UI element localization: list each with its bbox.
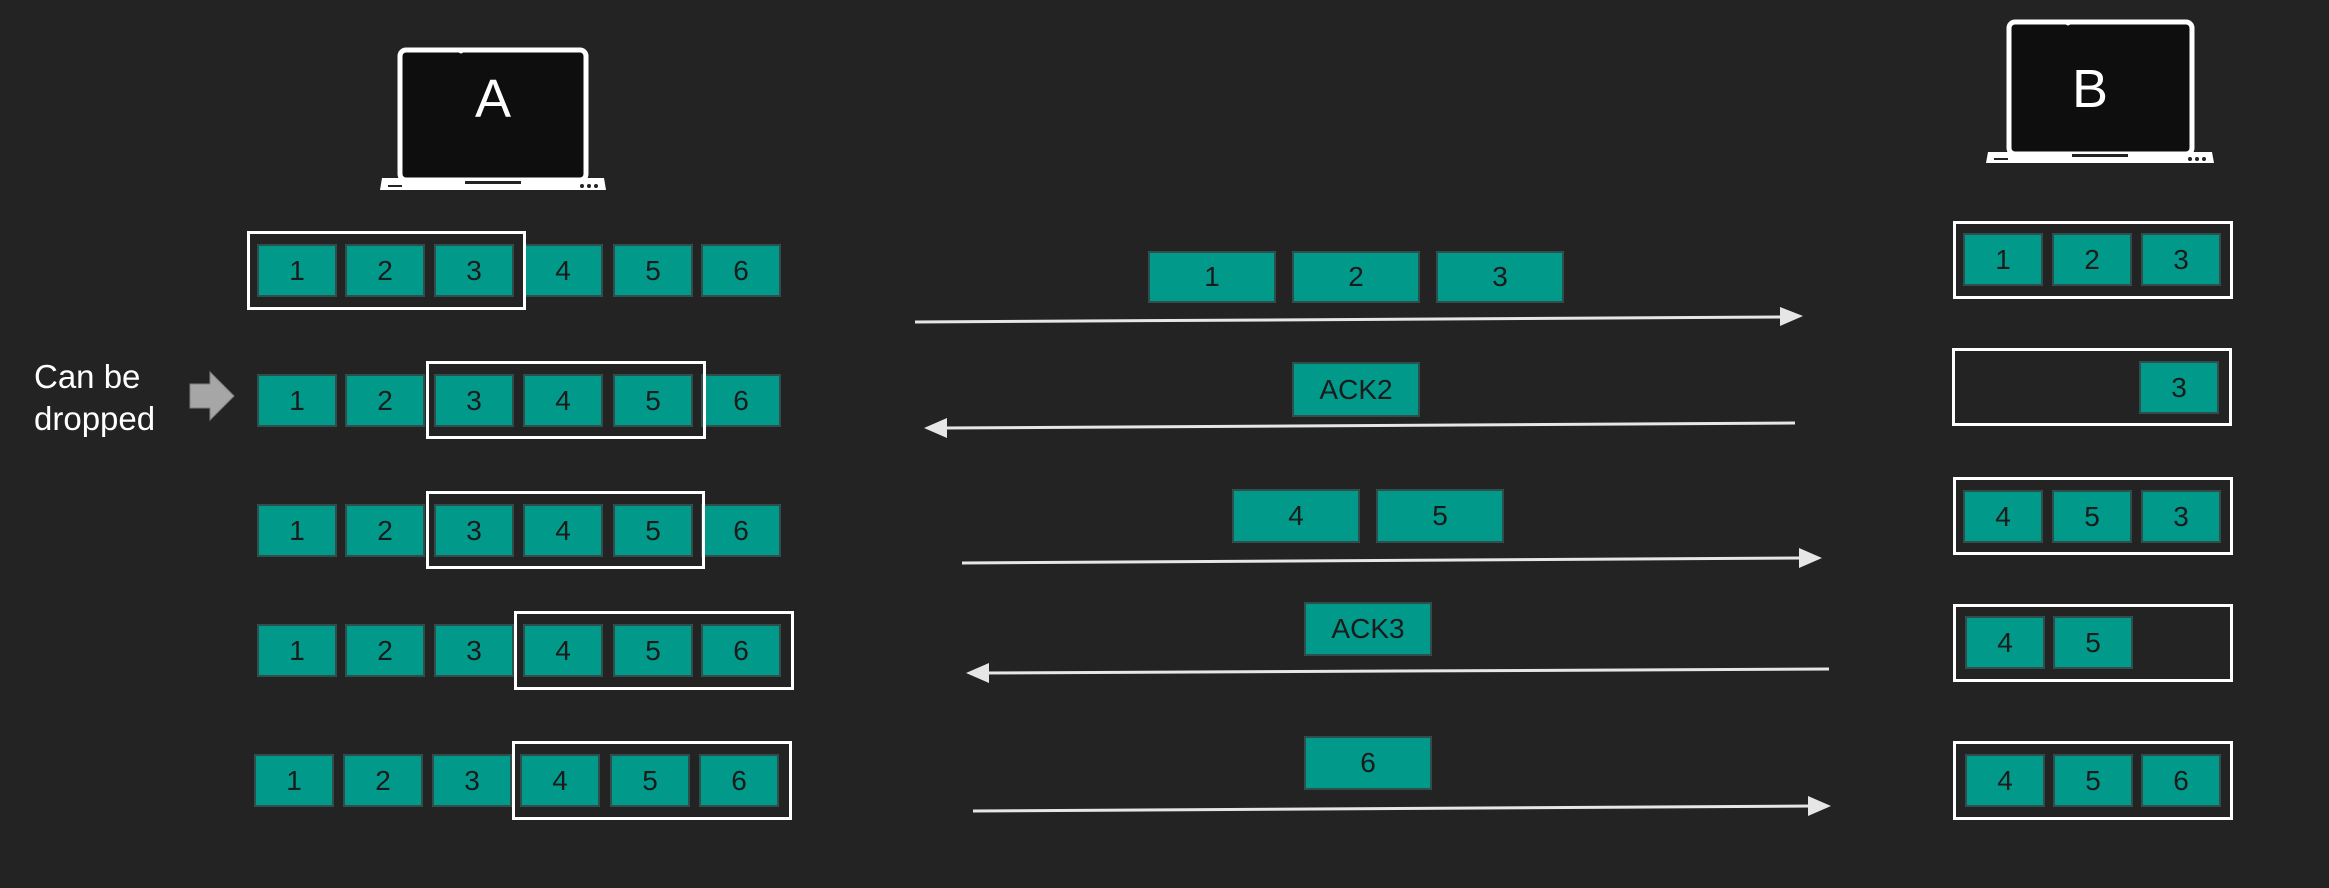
receiver-packet: 4 [1965,616,2045,669]
receiver-packet: 6 [2141,754,2221,807]
sender-window [426,491,705,569]
sender-packet: 6 [701,504,781,557]
sender-packet: 2 [343,754,423,807]
sender-packet: 3 [434,624,514,677]
sender-window [514,611,794,690]
sender-packet: 6 [699,754,779,807]
drop-note-line-2: dropped [34,400,156,437]
host-b-label: B [2071,59,2109,119]
receiver-packet: 4 [1963,490,2043,543]
sender-packet: 1 [254,754,334,807]
receiver-buffer [1952,348,2232,426]
sender-packet: 3 [432,754,512,807]
sender-packet: 3 [434,504,514,557]
receiver-packet: 5 [2052,490,2132,543]
drop-note: Can be dropped [34,356,155,440]
receiver-packet: 1 [1963,233,2043,286]
sender-packet: 1 [257,504,337,557]
message-packet: 3 [1436,251,1564,303]
sender-packet: 5 [613,244,693,297]
arrow-row-2 [924,418,1796,438]
sender-packet: 6 [701,244,781,297]
receiver-packet: 5 [2053,616,2133,669]
receiver-packet: 3 [2139,361,2219,414]
sender-packet: 2 [345,374,425,427]
sender-packet: 6 [701,374,781,427]
sender-packet: 4 [523,244,603,297]
message-packet: 1 [1148,251,1276,303]
arrow-row-3 [961,548,1822,568]
message-packet: 5 [1376,489,1504,543]
receiver-packet: 3 [2141,233,2221,286]
message-packet: 4 [1232,489,1360,543]
receiver-packet: 3 [2141,490,2221,543]
sender-packet: 2 [345,244,425,297]
sender-window [247,231,526,310]
sender-packet: 4 [523,374,603,427]
ack-packet: ACK3 [1304,602,1432,656]
laptop-b-icon [1986,19,2214,163]
sender-packet: 4 [523,624,603,677]
sender-packet: 2 [345,624,425,677]
host-a-label: A [474,69,512,129]
sender-packet: 6 [701,624,781,677]
arrow-row-4 [966,663,1830,683]
laptop-a-icon [380,47,606,190]
arrow-row-1 [914,307,1803,326]
message-packet: 2 [1292,251,1420,303]
sender-packet: 1 [257,624,337,677]
receiver-buffer [1953,221,2233,299]
receiver-buffer [1953,477,2233,555]
sender-packet: 5 [613,374,693,427]
message-packet: 6 [1304,736,1432,790]
receiver-packet: 5 [2053,754,2133,807]
sender-window [512,741,792,820]
receiver-buffer [1953,604,2233,682]
sender-packet: 2 [345,504,425,557]
sender-packet: 1 [257,374,337,427]
sender-packet: 4 [520,754,600,807]
receiver-packet: 4 [1965,754,2045,807]
ack-packet: ACK2 [1292,362,1420,417]
sender-packet: 3 [434,244,514,297]
sender-packet: 5 [613,624,693,677]
sender-packet: 5 [613,504,693,557]
receiver-buffer [1953,741,2233,820]
sender-packet: 1 [257,244,337,297]
sender-window [426,361,706,439]
sender-packet: 3 [434,374,514,427]
sender-packet: 5 [610,754,690,807]
arrow-row-5 [972,796,1831,816]
drop-note-line-1: Can be [34,358,141,395]
drop-arrow-icon [189,370,235,422]
receiver-packet: 2 [2052,233,2132,286]
sender-packet: 4 [523,504,603,557]
